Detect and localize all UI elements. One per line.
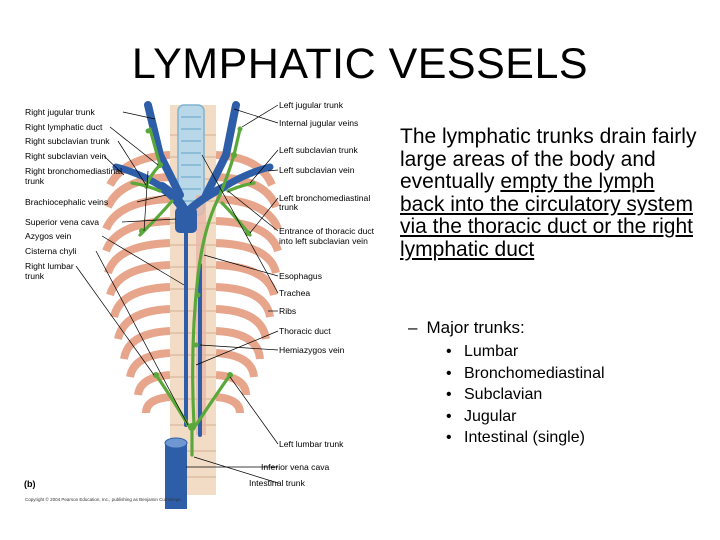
- label-right-bronchomediastinal: Right bronchomediastinal: [25, 166, 122, 176]
- label-azygos-vein: Azygos vein: [25, 231, 72, 241]
- bullet-lumbar: Lumbar: [464, 343, 519, 360]
- label-cisterna-chyli: Cisterna chyli: [25, 246, 77, 256]
- bullet-list: •Lumbar •Bronchomediastinal •Subclavian …: [446, 341, 605, 449]
- leader-lines: [75, 104, 279, 484]
- sub-heading: –Major trunks:: [408, 318, 525, 338]
- label-right-jugular-trunk: Right jugular trunk: [25, 107, 95, 117]
- superior-vena-cava: [175, 207, 197, 233]
- bullet-subclavian: Subclavian: [464, 386, 543, 403]
- label-intestinal-trunk: Intestinal trunk: [249, 478, 305, 488]
- bullet-jugular: Jugular: [464, 407, 517, 425]
- list-item: •Intestinal (single): [446, 427, 605, 449]
- sub-heading-text: Major trunks:: [426, 318, 525, 337]
- label-right-subclavian-trunk: Right subclavian trunk: [25, 136, 110, 146]
- lymph-nodes: [139, 126, 251, 431]
- inferior-vena-cava: [164, 437, 188, 509]
- label-internal-jugular-veins: Internal jugular veins: [279, 118, 359, 128]
- body-paragraph: The lymphatic trunks drain fairly large …: [400, 125, 700, 261]
- label-entrance-thoracic-duct-2: into left subclavian vein: [279, 236, 368, 246]
- figure-copyright: Copyright © 2004 Pearson Education, Inc.…: [25, 497, 182, 502]
- body-text-underlined: empty the lymph back into the circulator…: [400, 170, 693, 261]
- label-right-lumbar-2: trunk: [25, 271, 45, 281]
- list-item: •Bronchomediastinal: [446, 363, 605, 385]
- slide-title: LYMPHATIC VESSELS: [131, 40, 589, 88]
- label-entrance-thoracic-duct: Entrance of thoracic duct: [279, 226, 375, 236]
- ribs: [102, 151, 282, 414]
- label-ribs: Ribs: [279, 306, 297, 316]
- label-left-jugular-trunk: Left jugular trunk: [279, 100, 344, 110]
- list-item: •Subclavian: [446, 384, 605, 406]
- figure-panel-label: (b): [24, 479, 36, 489]
- label-hemiazygos-vein: Hemiazygos vein: [279, 345, 345, 355]
- label-thoracic-duct: Thoracic duct: [279, 326, 331, 336]
- label-right-subclavian-vein: Right subclavian vein: [25, 151, 107, 161]
- list-item: •Lumbar: [446, 341, 605, 363]
- bullet-bronchomediastinal: Bronchomediastinal: [464, 364, 605, 382]
- label-inferior-vena-cava: Inferior vena cava: [261, 462, 330, 472]
- label-left-lumbar-trunk: Left lumbar trunk: [279, 439, 344, 449]
- sub-dash: –: [408, 318, 418, 337]
- label-brachiocephalic-veins: Brachiocephalic veins: [25, 197, 109, 207]
- lymphatic-anatomy-illustration: [75, 101, 282, 509]
- label-right-lymphatic-duct: Right lymphatic duct: [25, 122, 103, 132]
- label-trachea: Trachea: [279, 288, 311, 298]
- body-text-plain: The lymphatic trunks drain fairly large …: [400, 125, 697, 193]
- label-esophagus: Esophagus: [279, 271, 323, 281]
- label-superior-vena-cava: Superior vena cava: [25, 217, 100, 227]
- label-right-bronchomediastinal-2: trunk: [25, 176, 45, 186]
- label-left-subclavian-vein: Left subclavian vein: [279, 165, 355, 175]
- label-right-lumbar: Right lumbar: [25, 261, 74, 271]
- label-left-subclavian-trunk: Left subclavian trunk: [279, 145, 358, 155]
- bullet-intestinal: Intestinal (single): [464, 429, 585, 446]
- list-item: •Jugular: [446, 406, 605, 428]
- label-left-bronchomediastinal-2: trunk: [279, 202, 299, 212]
- label-left-bronchomediastinal: Left bronchomediastinal: [279, 193, 371, 203]
